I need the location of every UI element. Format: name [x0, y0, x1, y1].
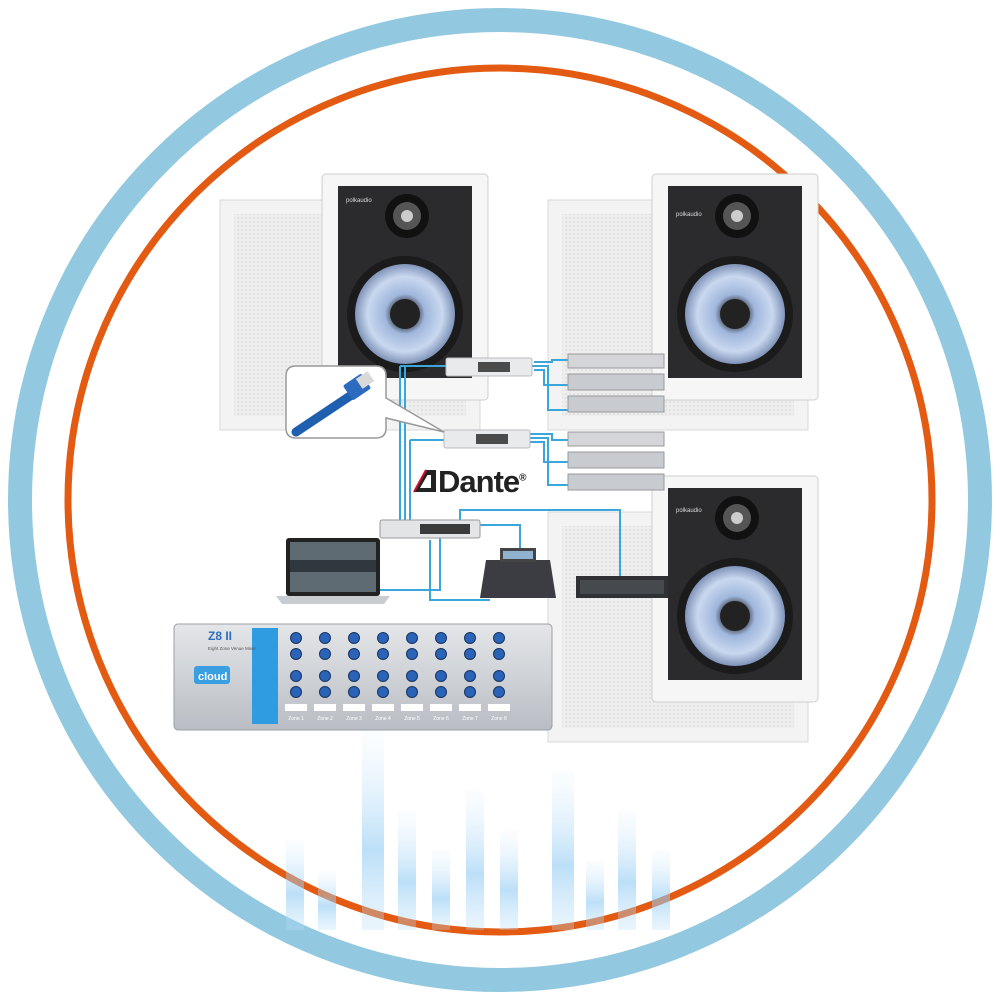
- zone-knob[interactable]: [290, 632, 302, 644]
- zone-knob[interactable]: [464, 648, 476, 660]
- zone-label-plate: [372, 704, 394, 711]
- zone-knob[interactable]: [406, 670, 418, 682]
- dante-label: Dante®: [438, 464, 527, 499]
- zone-knob[interactable]: [348, 648, 360, 660]
- speaker-2: [547, 173, 819, 431]
- zone-label-plate: [343, 704, 365, 711]
- zone-knob[interactable]: [377, 670, 389, 682]
- zone-knob[interactable]: [377, 648, 389, 660]
- network-switch-1: [445, 357, 533, 377]
- zone-knob[interactable]: [464, 686, 476, 698]
- mixing-console: [480, 548, 556, 598]
- dante-interface: [379, 519, 481, 539]
- network-cables: [380, 359, 621, 601]
- zone-label-plate: [285, 704, 307, 711]
- zone-knob[interactable]: [377, 686, 389, 698]
- zone-label-plate: [488, 704, 510, 711]
- zone-knob[interactable]: [319, 670, 331, 682]
- zone-knob[interactable]: [406, 686, 418, 698]
- zone-knob[interactable]: [290, 648, 302, 660]
- zone-knobs: [285, 632, 510, 711]
- zone-knob[interactable]: [493, 648, 505, 660]
- zone-knob[interactable]: [290, 686, 302, 698]
- network-switch-2: [443, 429, 531, 449]
- zone-knob[interactable]: [406, 632, 418, 644]
- inner-ring: [64, 64, 936, 936]
- zone-knob[interactable]: [493, 686, 505, 698]
- zone-knob[interactable]: [290, 670, 302, 682]
- amplifier-stack-1: [567, 353, 665, 413]
- zone-knob[interactable]: [464, 632, 476, 644]
- zone-knob[interactable]: [348, 632, 360, 644]
- zone-label-plate: [314, 704, 336, 711]
- zone-knob[interactable]: [435, 632, 447, 644]
- outer-ring: [8, 8, 992, 992]
- equalizer-bars: [286, 730, 670, 930]
- zone-knob[interactable]: [464, 670, 476, 682]
- zone-knob[interactable]: [435, 670, 447, 682]
- laptop: [276, 538, 390, 604]
- zone-knob[interactable]: [348, 686, 360, 698]
- dante-logo-icon: [413, 469, 436, 493]
- rack-device: [576, 576, 668, 598]
- zone-knob[interactable]: [435, 648, 447, 660]
- zone-knob[interactable]: [493, 670, 505, 682]
- amplifier-stack-2: [567, 431, 665, 491]
- rj45-callout: [285, 365, 445, 439]
- speaker-3: [547, 475, 819, 743]
- zone-label-plate: [459, 704, 481, 711]
- zone-knob[interactable]: [348, 670, 360, 682]
- zone-knob[interactable]: [319, 648, 331, 660]
- zone-label-plate: [430, 704, 452, 711]
- zone-knob[interactable]: [319, 632, 331, 644]
- zone-label-plate: [401, 704, 423, 711]
- zone-mixer: [173, 623, 553, 731]
- zone-knob[interactable]: [377, 632, 389, 644]
- zone-knob[interactable]: [319, 686, 331, 698]
- zone-knob[interactable]: [493, 632, 505, 644]
- zone-knob[interactable]: [435, 686, 447, 698]
- zone-knob[interactable]: [406, 648, 418, 660]
